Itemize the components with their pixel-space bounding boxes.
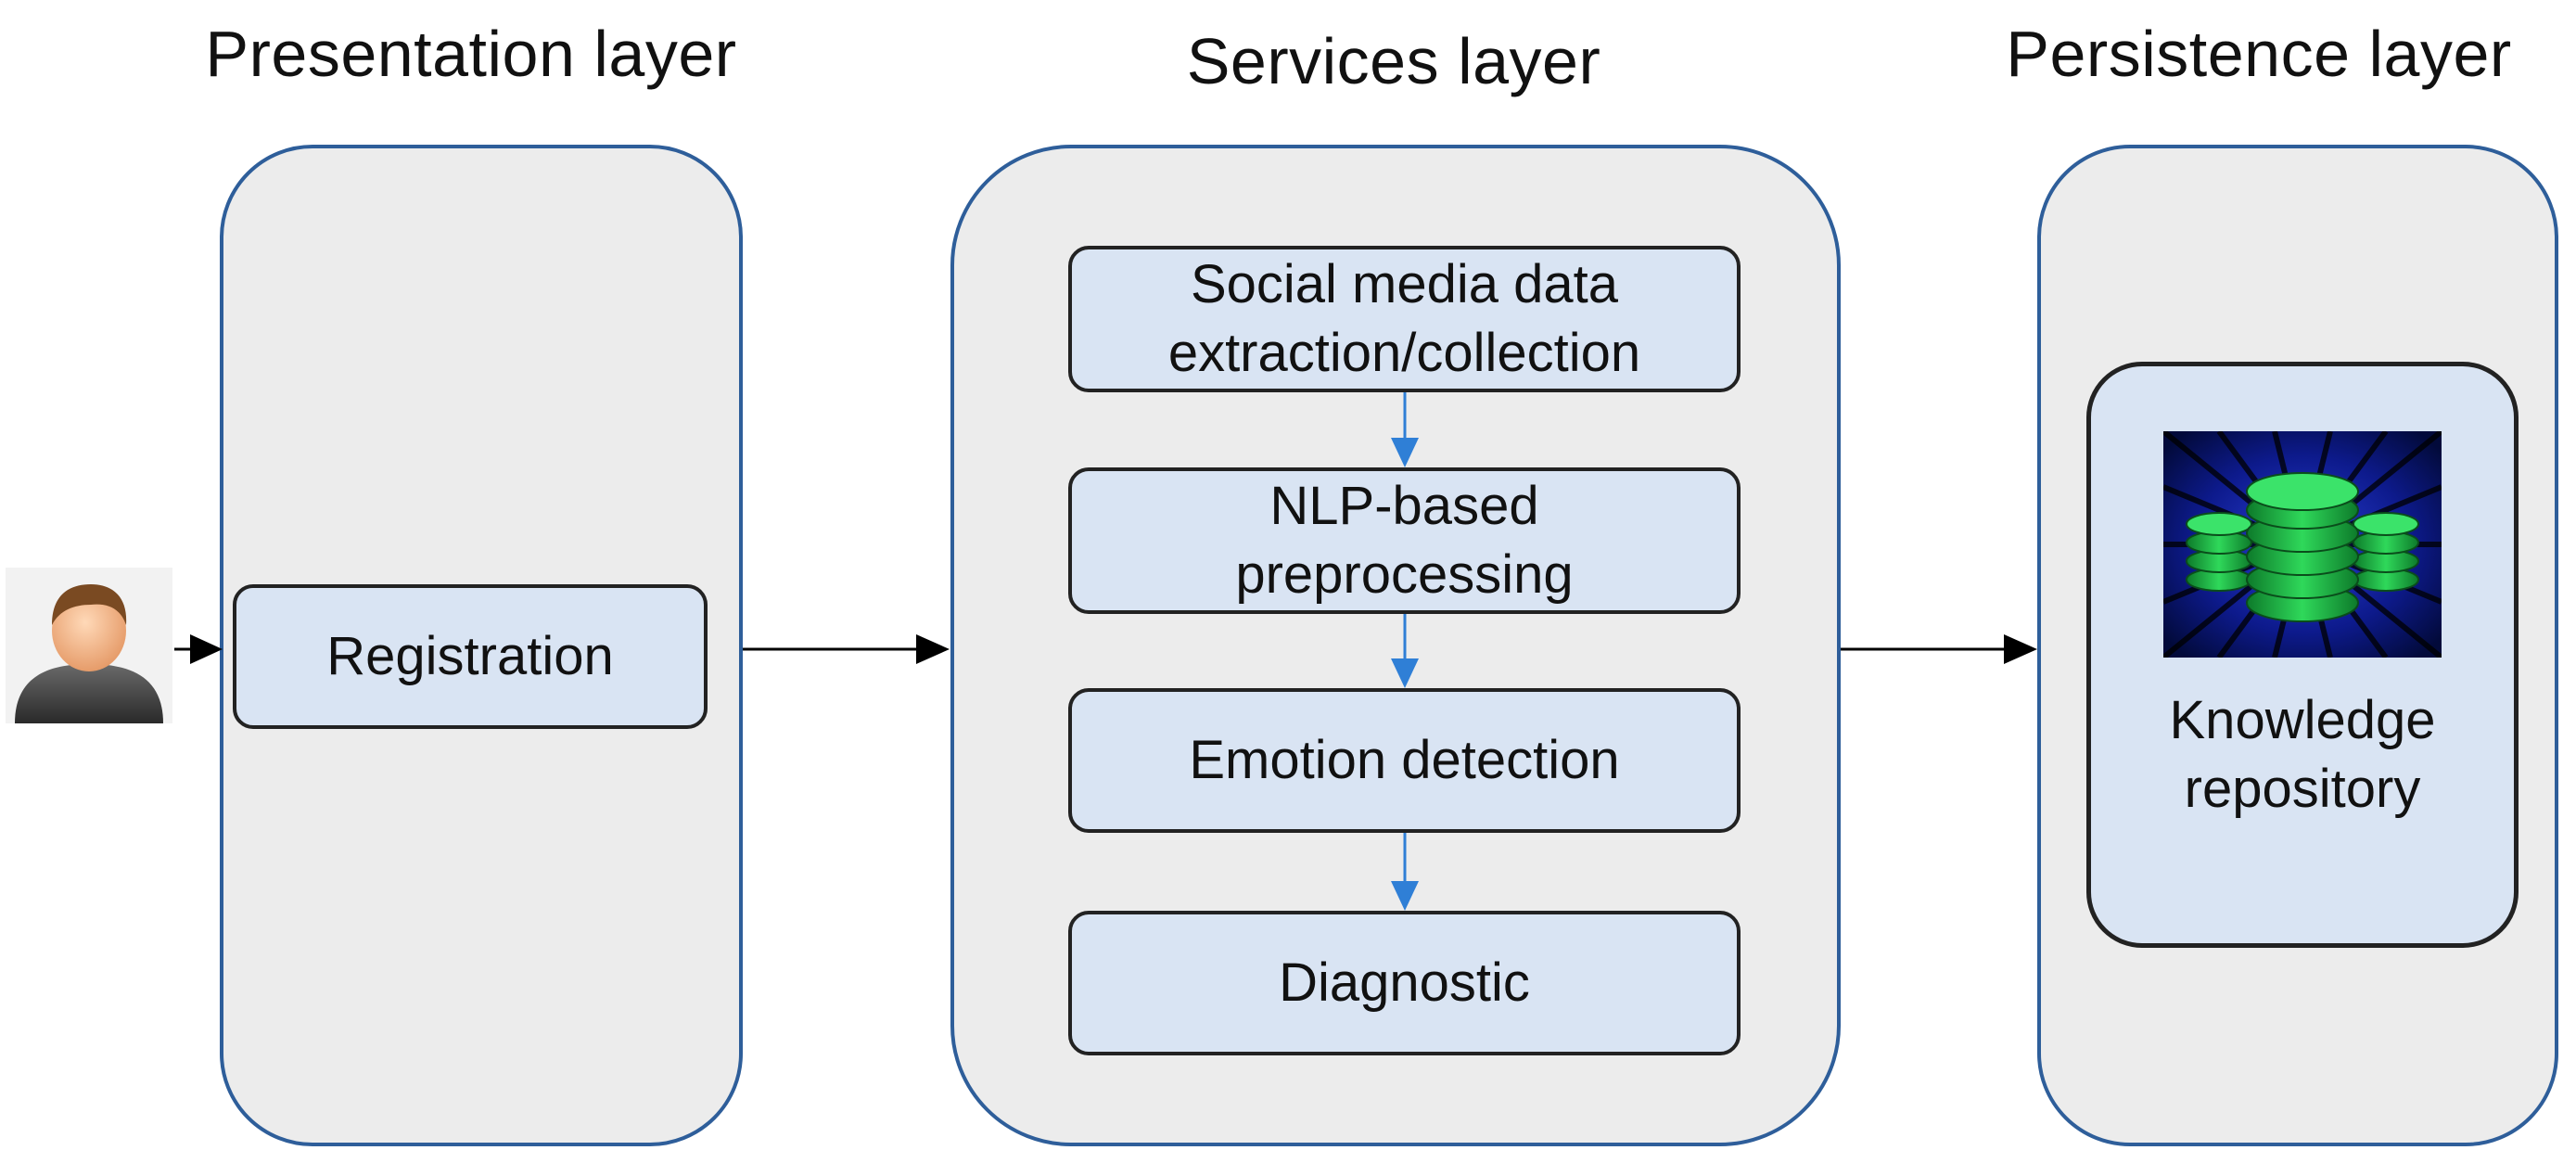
user-to-registration-arrow <box>174 634 223 664</box>
nlp-preprocessing-box: NLP-based preprocessing <box>1068 467 1741 614</box>
knowledge-repository-box: Knowledge repository <box>2086 362 2519 948</box>
knowledge-repository-label: Knowledge repository <box>2169 690 2436 819</box>
extraction-to-nlp-arrow <box>1391 392 1419 467</box>
presentation-layer-title: Presentation layer <box>205 18 737 90</box>
nlp-to-emotion-arrow <box>1391 614 1419 688</box>
services-to-persistence-arrow <box>1841 634 2037 664</box>
registration-box: Registration <box>233 584 708 729</box>
emotion-to-diagnostic-arrow <box>1391 833 1419 911</box>
database-icon <box>2163 431 2442 658</box>
data-extraction-box: Social media data extraction/collection <box>1068 246 1741 392</box>
services-layer-title: Services layer <box>1186 25 1601 97</box>
diagnostic-box: Diagnostic <box>1068 911 1741 1055</box>
user-icon <box>6 568 172 723</box>
emotion-detection-box: Emotion detection <box>1068 688 1741 833</box>
presentation-to-services-arrow <box>743 634 950 664</box>
persistence-layer-title: Persistence layer <box>2006 18 2512 90</box>
